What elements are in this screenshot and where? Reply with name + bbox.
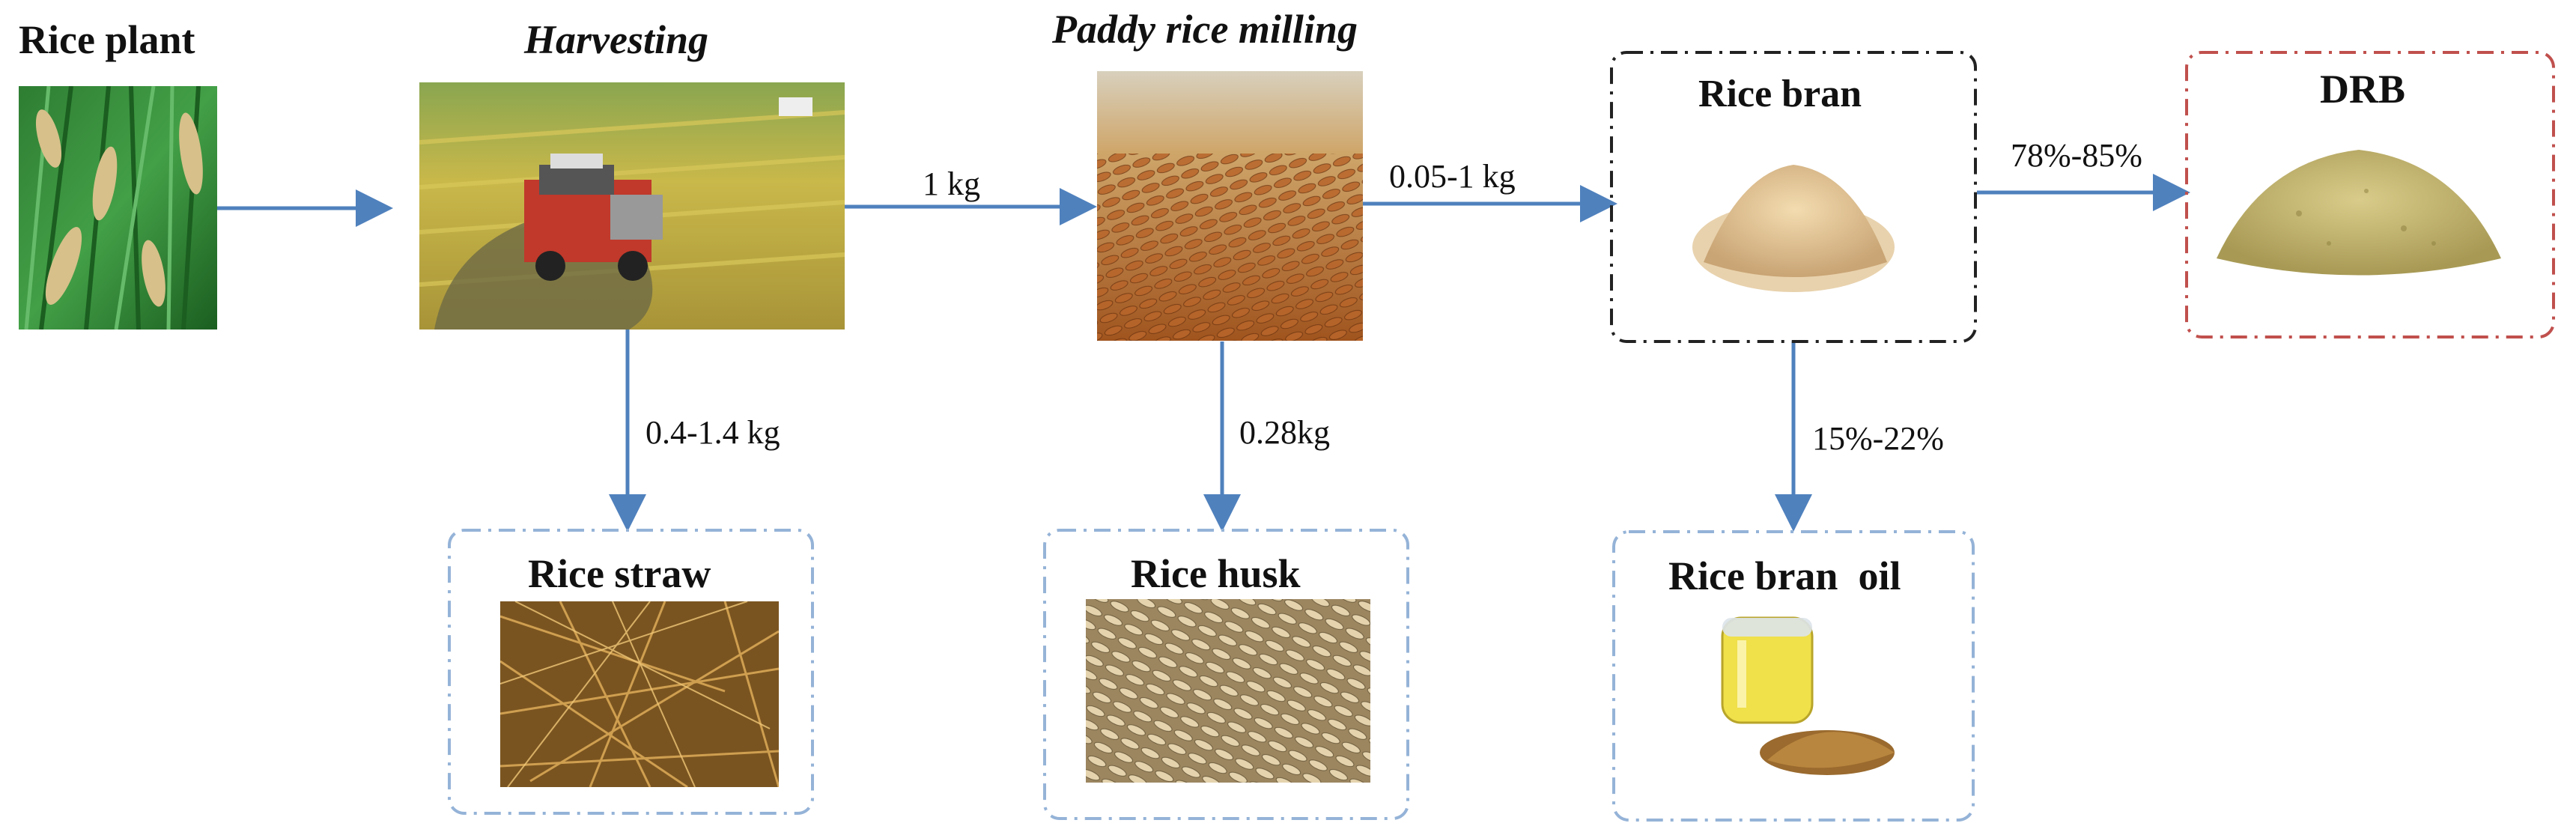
harvesting-title: Harvesting [524, 17, 709, 62]
rice-husk-box [1043, 529, 1409, 820]
drb-title: DRB [2320, 67, 2406, 112]
rice-bran-photo [1692, 165, 1895, 292]
rice-straw-title: Rice straw [528, 551, 711, 596]
flow-label-bran-drb: 78%-85% [2011, 137, 2142, 174]
flow-label-harvest-milling: 1 kg [923, 166, 980, 202]
rice-bran-oil-photo [1721, 616, 1895, 775]
paddy-rice-photo [1097, 71, 1363, 341]
harvesting-photo [419, 82, 845, 330]
rice-husk-title: Rice husk [1131, 551, 1301, 596]
flow-label-milling-bran: 0.05-1 kg [1389, 158, 1516, 195]
rice-straw-box [448, 529, 814, 815]
flow-label-milling-husk: 0.28kg [1239, 414, 1330, 451]
rice-plant-title: Rice plant [19, 17, 195, 62]
rice-plant-photo [19, 86, 217, 330]
drb-photo [2217, 150, 2501, 276]
drb-box [2185, 51, 2555, 338]
rice-bran-box [1610, 51, 1977, 343]
rice-bran-oil-box [1612, 530, 1975, 822]
rice-bran-oil-title: Rice bran oil [1668, 553, 1901, 598]
rice-husk-photo [1086, 599, 1370, 783]
rice-bran-title: Rice bran [1698, 73, 1862, 115]
rice-straw-photo [500, 601, 779, 787]
flow-label-harvest-straw: 0.4-1.4 kg [645, 414, 780, 451]
flow-label-bran-oil: 15%-22% [1812, 420, 1944, 457]
milling-title: Paddy rice milling [1052, 7, 1358, 52]
